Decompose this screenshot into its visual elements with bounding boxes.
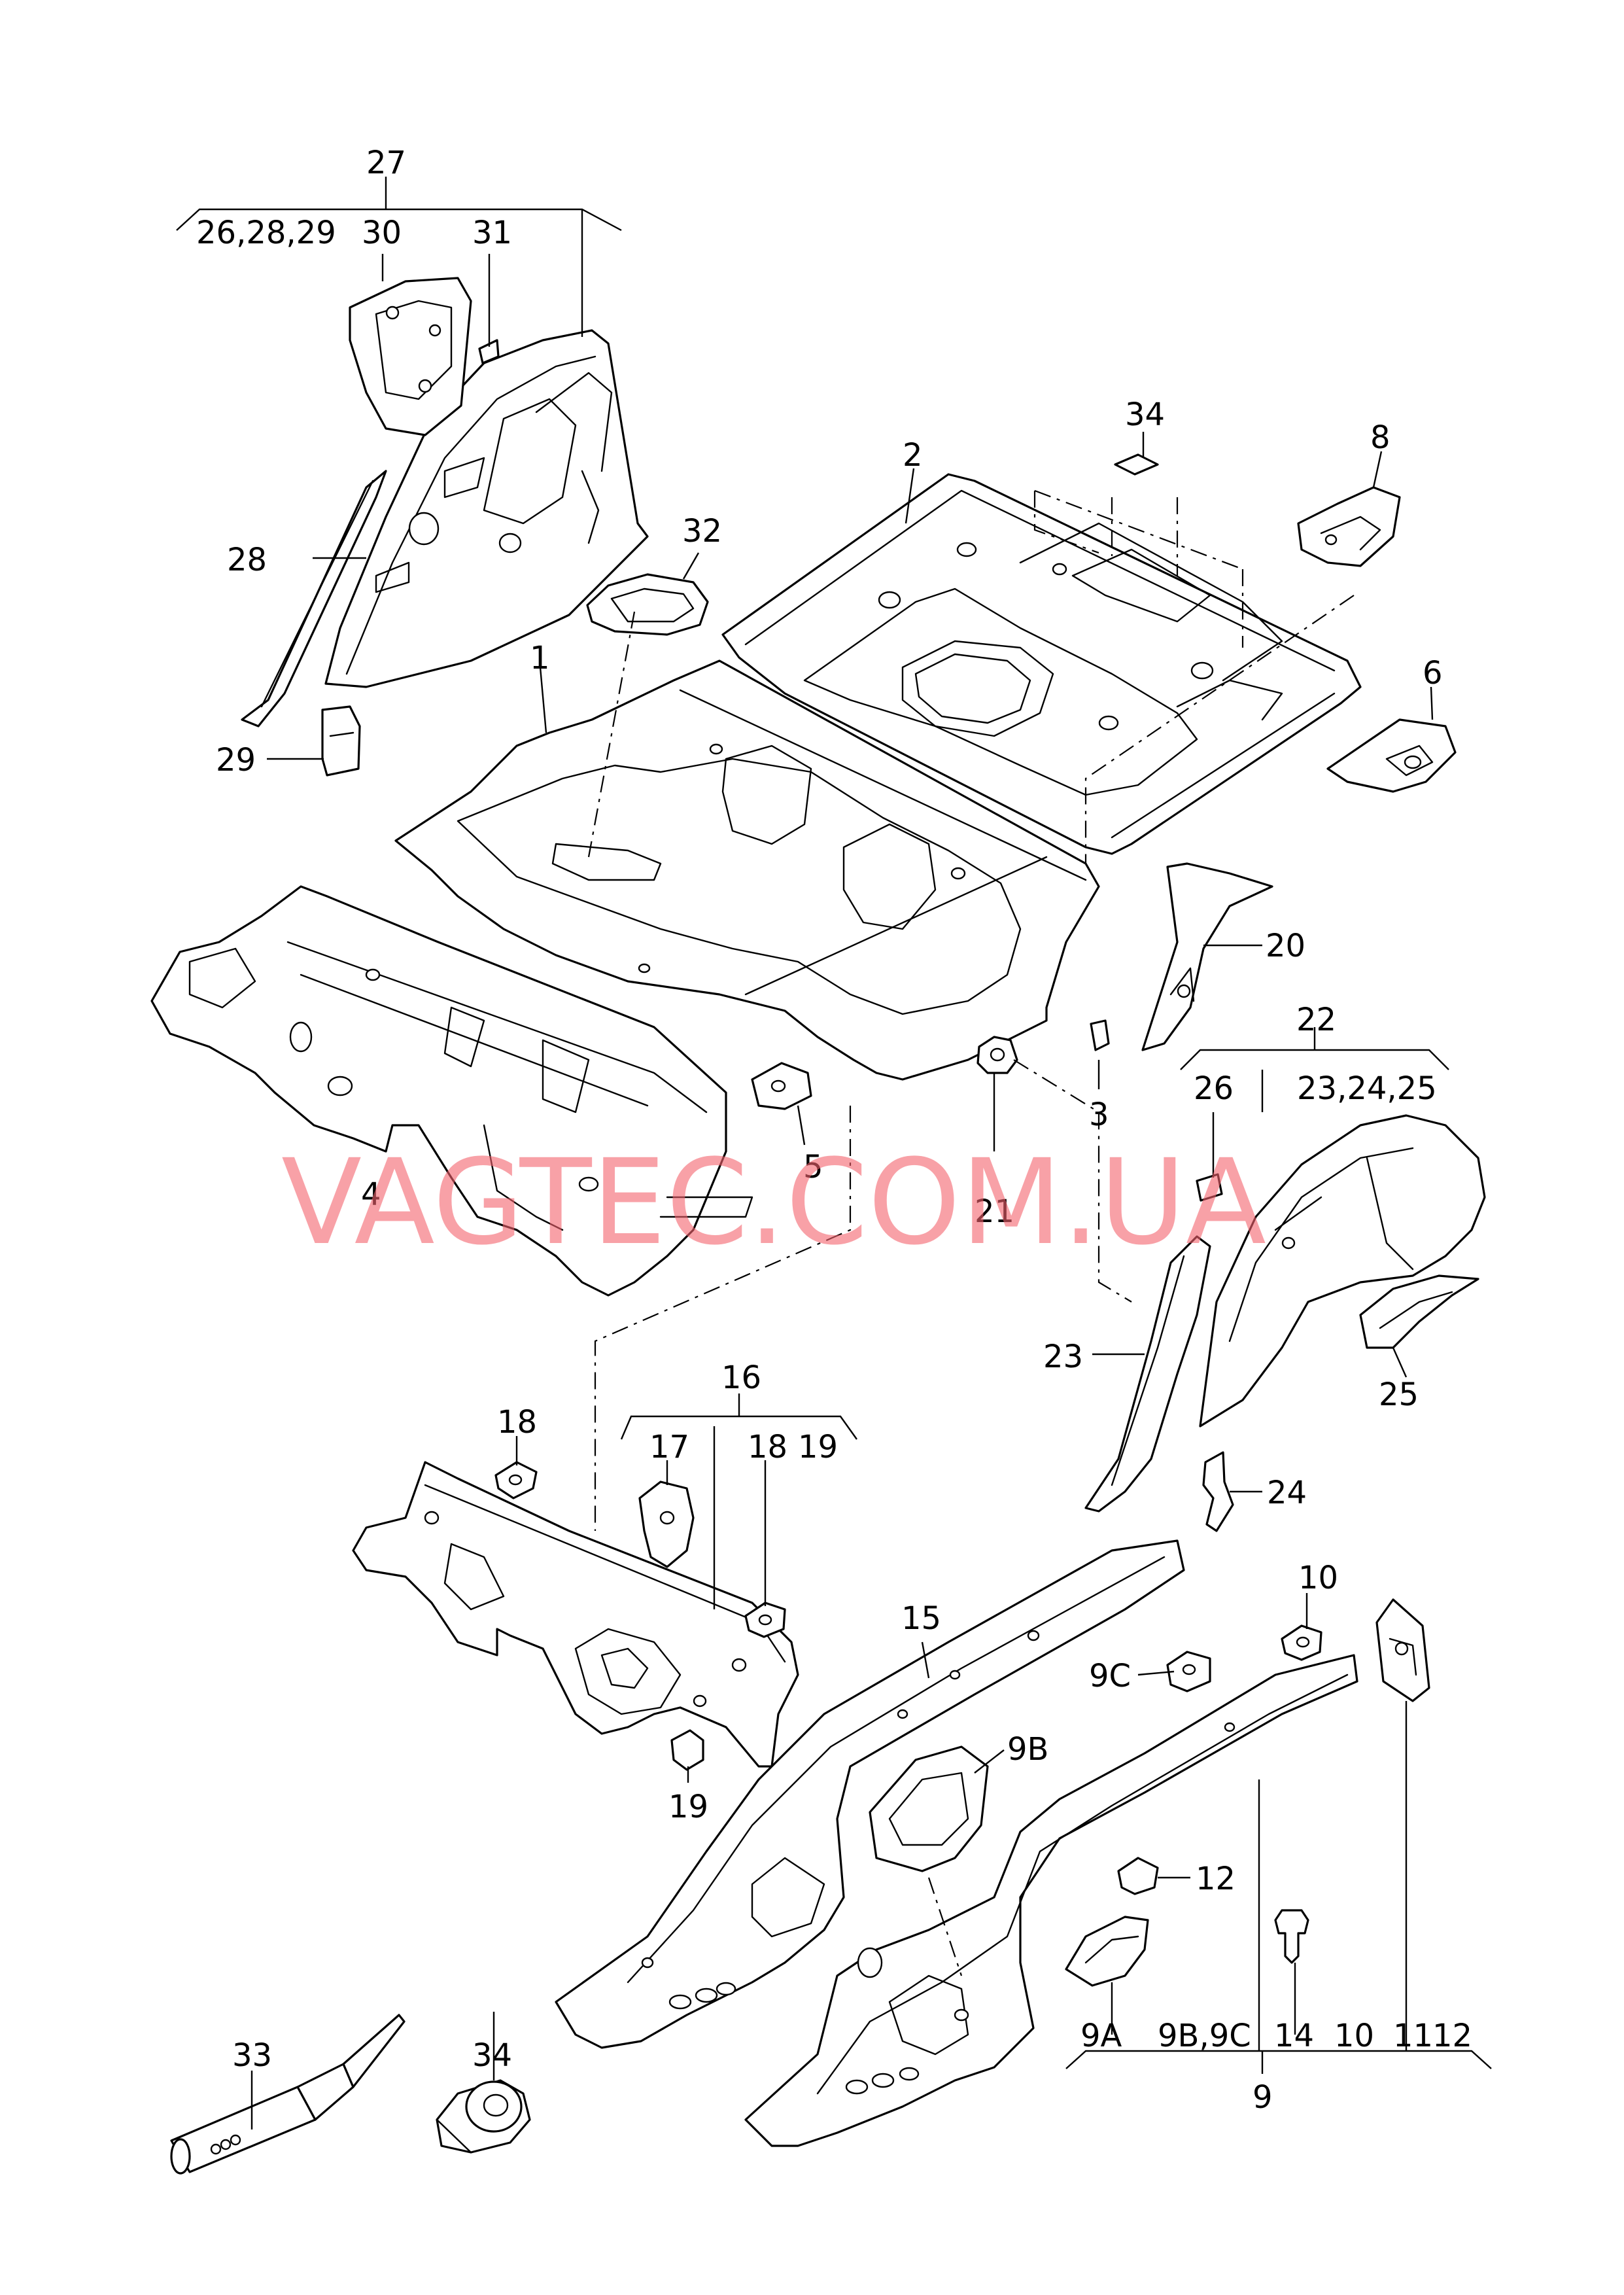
label-22: 22 bbox=[1296, 1002, 1336, 1038]
label-27: 27 bbox=[366, 145, 406, 181]
watermark: VAGTEC.COM.UA bbox=[281, 1134, 1266, 1271]
part-20-bracket bbox=[1141, 862, 1273, 1051]
label-30: 30 bbox=[362, 215, 402, 251]
label-1: 1 bbox=[530, 640, 550, 676]
label-34: 34 bbox=[1125, 396, 1165, 433]
label-19a: 19 bbox=[798, 1429, 838, 1465]
alignment-lines bbox=[587, 489, 1355, 1976]
part-24-bracket bbox=[1202, 1451, 1234, 1532]
label-8: 8 bbox=[1370, 419, 1391, 456]
part-27-wheel-housing bbox=[324, 329, 649, 688]
leader-lines bbox=[251, 209, 1434, 2129]
label-11: 11 bbox=[1393, 2018, 1433, 2054]
part-29-bracket bbox=[321, 705, 361, 777]
label-6: 6 bbox=[1423, 655, 1443, 692]
label-20: 20 bbox=[1266, 928, 1305, 964]
label-34b: 34 bbox=[472, 2037, 512, 2074]
part-30-panel bbox=[349, 277, 472, 436]
label-25: 25 bbox=[1379, 1376, 1419, 1413]
label-29: 29 bbox=[216, 742, 256, 779]
label-12b: 12 bbox=[1432, 2018, 1472, 2054]
part-8-bracket bbox=[1297, 486, 1401, 567]
part-2-rear-floor bbox=[721, 473, 1362, 855]
label-9A: 9A bbox=[1080, 2018, 1122, 2054]
label-5: 5 bbox=[803, 1149, 823, 1185]
part-6-bracket bbox=[1326, 718, 1457, 793]
label-23-24-25: 23,24,25 bbox=[1297, 1070, 1437, 1107]
part-34-patch bbox=[1114, 453, 1159, 476]
label-16: 16 bbox=[721, 1359, 761, 1396]
label-9B: 9B bbox=[1007, 1731, 1048, 1768]
label-9C: 9C bbox=[1089, 1658, 1131, 1694]
part-23-pillar bbox=[1084, 1235, 1211, 1513]
part-16-cross-member bbox=[352, 1461, 799, 1768]
group-brackets bbox=[176, 177, 1492, 2074]
part-18-nut-a bbox=[494, 1461, 538, 1499]
label-26: 26 bbox=[1194, 1070, 1234, 1107]
part-3-clip bbox=[1090, 1019, 1110, 1051]
label-15: 15 bbox=[901, 1600, 941, 1637]
label-24: 24 bbox=[1267, 1475, 1307, 1511]
part-9A-reinforcement bbox=[1065, 1916, 1149, 1987]
part-31-clip bbox=[478, 339, 500, 364]
part-1-floor-pan bbox=[394, 659, 1100, 1081]
label-4: 4 bbox=[361, 1176, 381, 1213]
part-12-clip bbox=[1117, 1857, 1159, 1895]
label-31: 31 bbox=[472, 215, 512, 251]
callout-labels: 27 26,28,29 30 31 28 29 32 1 2 34 8 6 20… bbox=[196, 145, 1472, 2116]
part-14-clip bbox=[1274, 1909, 1309, 1964]
label-23: 23 bbox=[1043, 1339, 1083, 1375]
part-17-bracket bbox=[638, 1480, 695, 1568]
part-5-bracket bbox=[751, 1062, 812, 1110]
part-10-nut bbox=[1281, 1624, 1322, 1661]
part-15-side-member bbox=[555, 1539, 1185, 2049]
part-26-patch bbox=[1196, 1173, 1223, 1202]
part-22-wheel-housing bbox=[1199, 1114, 1486, 1428]
label-21: 21 bbox=[975, 1193, 1014, 1230]
part-28-strip bbox=[241, 470, 387, 727]
part-25-liner bbox=[1359, 1274, 1479, 1349]
part-34-tape-roll bbox=[436, 2079, 531, 2154]
label-18b: 18 bbox=[748, 1429, 787, 1465]
label-14: 14 bbox=[1274, 2018, 1314, 2054]
part-21-bracket bbox=[976, 1036, 1018, 1074]
label-26-28-29: 26,28,29 bbox=[196, 215, 336, 251]
part-9C-nut bbox=[1166, 1651, 1211, 1692]
label-12: 12 bbox=[1196, 1861, 1235, 1897]
label-2: 2 bbox=[903, 437, 923, 474]
label-17: 17 bbox=[649, 1429, 689, 1465]
part-33-sealant bbox=[170, 2014, 406, 2175]
label-18a: 18 bbox=[497, 1404, 537, 1441]
label-19b: 19 bbox=[668, 1789, 708, 1825]
label-33: 33 bbox=[232, 2037, 272, 2074]
label-10b: 10 bbox=[1334, 2018, 1374, 2054]
label-9B-9C: 9B,9C bbox=[1158, 2018, 1251, 2054]
part-32-cover bbox=[586, 573, 709, 636]
label-10a: 10 bbox=[1298, 1560, 1338, 1596]
part-9-side-member bbox=[744, 1654, 1358, 2147]
label-3: 3 bbox=[1089, 1096, 1109, 1133]
part-11-plate bbox=[1375, 1598, 1430, 1702]
label-9: 9 bbox=[1253, 2079, 1273, 2116]
label-32: 32 bbox=[682, 513, 722, 550]
part-19-nut bbox=[670, 1729, 704, 1771]
part-4-cross-member bbox=[150, 885, 753, 1297]
part-9B-reinforcement bbox=[869, 1745, 989, 1872]
label-28: 28 bbox=[227, 542, 267, 578]
